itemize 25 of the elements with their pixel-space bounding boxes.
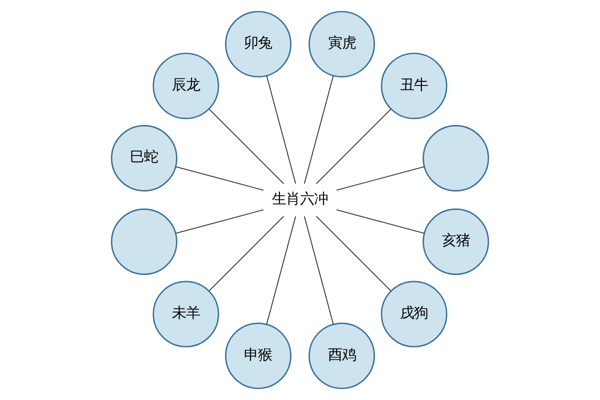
node-circle: 巳蛇 <box>110 125 178 192</box>
connector <box>336 166 425 191</box>
node-circle: 申猴 <box>225 322 292 390</box>
node-circle: 丑牛 <box>380 52 448 120</box>
node-circle: 未羊 <box>152 280 220 348</box>
node-circle <box>422 125 490 192</box>
node-circle: 酉鸡 <box>308 322 375 390</box>
connector <box>316 108 392 184</box>
connector <box>266 216 296 325</box>
connector <box>316 216 392 292</box>
node-circle: 亥猪 <box>422 208 490 275</box>
connector <box>304 75 334 184</box>
node-circle: 寅虎 <box>308 10 375 78</box>
connector <box>208 108 284 184</box>
node-circle: 卯兔 <box>225 10 292 78</box>
node-circle <box>110 208 178 275</box>
node-circle: 戌狗 <box>380 280 448 348</box>
connector <box>175 209 264 234</box>
node-circle: 辰龙 <box>152 52 220 120</box>
connector <box>266 75 296 184</box>
connector <box>208 216 284 292</box>
connector <box>304 216 334 325</box>
node-text: 生肖六冲 <box>272 191 328 208</box>
connector <box>175 166 264 191</box>
connector <box>336 209 425 234</box>
